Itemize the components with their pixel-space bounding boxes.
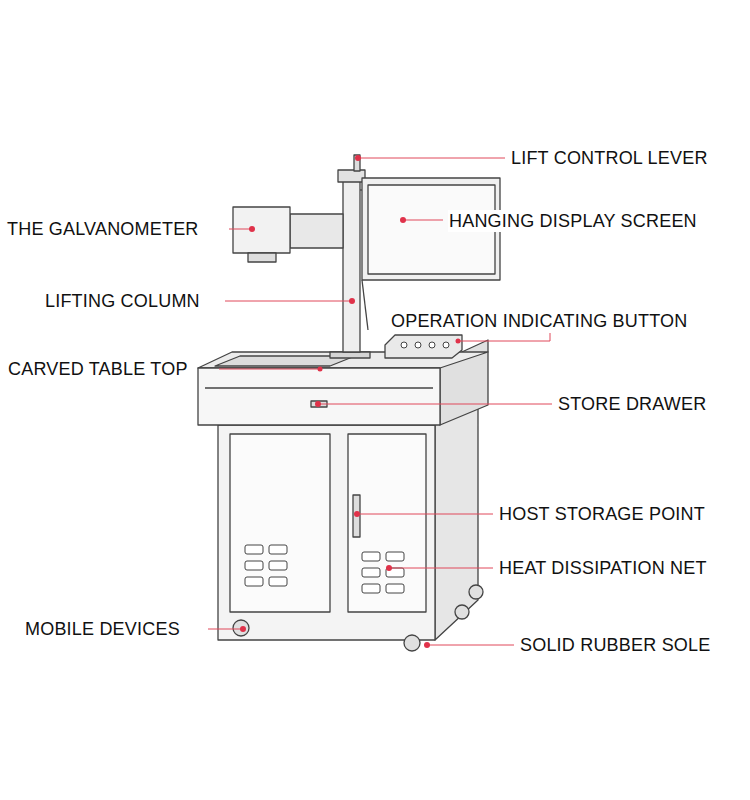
- part-label: LIFT CONTROL LEVER: [510, 147, 709, 169]
- vent-slot: [245, 545, 263, 554]
- vent-slot: [269, 577, 287, 586]
- part-label: STORE DRAWER: [557, 393, 707, 415]
- part-label: HANGING DISPLAY SCREEN: [448, 210, 698, 232]
- vent-slot: [362, 584, 380, 593]
- vent-slot: [386, 552, 404, 561]
- vent-slot: [245, 577, 263, 586]
- part-label: HOST STORAGE POINT: [498, 503, 706, 525]
- part-label: OPERATION INDICATING BUTTON: [390, 310, 688, 332]
- part-label: MOBILE DEVICES: [24, 618, 181, 640]
- part-label: THE GALVANOMETER: [6, 218, 200, 240]
- vent-slot: [386, 584, 404, 593]
- part-label: CARVED TABLE TOP: [7, 358, 189, 380]
- vent-slot: [269, 561, 287, 570]
- vent-slot: [269, 545, 287, 554]
- part-label: LIFTING COLUMN: [44, 290, 201, 312]
- vent-slot: [362, 568, 380, 577]
- vent-slot: [245, 561, 263, 570]
- vent-slot: [362, 552, 380, 561]
- part-label: HEAT DISSIPATION NET: [498, 557, 708, 579]
- part-label: SOLID RUBBER SOLE: [519, 634, 711, 656]
